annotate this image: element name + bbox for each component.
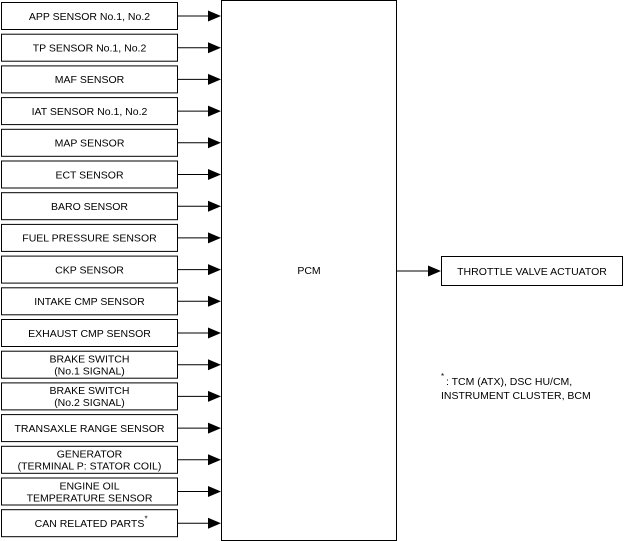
input-box [1,65,178,94]
input-label-line-2: (TERMINAL P: STATOR COIL) [18,461,162,473]
input-label-line-2: (No.1 SIGNAL) [54,366,125,378]
input-arrowhead [208,295,221,307]
input-fuel-pressure-sensor: FUEL PRESSURE SENSOR [1,223,178,252]
input-arrowhead [208,232,221,244]
input-ckp-sensor: CKP SENSOR [1,255,178,284]
input-label-line-1: IAT SENSOR No.1, No.2 [32,106,148,118]
input-label-line-1: BARO SENSOR [51,201,128,213]
input-arrowhead [208,105,221,117]
input-box [1,192,178,221]
input-label-line-1: MAP SENSOR [55,138,125,150]
input-label-line-1: CKP SENSOR [55,264,124,276]
input-box [1,33,178,62]
input-label-line-1: EXHAUST CMP SENSOR [28,328,151,340]
input-arrowhead [208,517,221,529]
input-label-line-2: (No.2 SIGNAL) [54,397,125,409]
input-box [1,509,178,538]
input-baro-sensor: BARO SENSOR [1,192,178,221]
throttle-valve-actuator-box [441,256,623,286]
input-arrowhead [208,10,221,22]
input-arrowhead [208,264,221,276]
input-label-line-1: MAF SENSOR [55,74,125,86]
output-arrowhead [428,265,441,277]
input-can-related-parts: CAN RELATED PARTS* [1,509,178,538]
input-label-line-1: INTAKE CMP SENSOR [34,296,145,308]
input-box [1,223,178,252]
footnote-marker: * [441,372,444,381]
input-arrowhead [208,42,221,54]
input-box [1,255,178,284]
input-box [1,414,178,443]
input-ect-sensor: ECT SENSOR [1,160,178,189]
input-box [1,2,178,30]
input-brake-switch-no-2-signal: BRAKE SWITCH(No.2 SIGNAL) [1,382,178,411]
input-arrowhead [208,422,221,434]
input-label-line-1: CAN RELATED PARTS [35,518,145,530]
input-label-line-1: BRAKE SWITCH [50,354,130,366]
input-label-line-1: FUEL PRESSURE SENSOR [22,233,157,245]
input-label-line-1: ECT SENSOR [55,169,123,181]
footnote-line-1: : TCM (ATX), DSC HU/CM, [446,376,572,388]
input-sensor-list: APP SENSOR No.1, No.2 TP SENSOR No.1, No.… [1,2,178,538]
input-arrowhead [208,169,221,180]
input-box [1,287,178,316]
input-box [1,160,178,189]
input-label-line-1: TP SENSOR No.1, No.2 [33,43,147,55]
input-exhaust-cmp-sensor: EXHAUST CMP SENSOR [1,319,178,347]
input-transaxle-range-sensor: TRANSAXLE RANGE SENSOR [1,414,178,443]
footnote-reference-marker: * [145,515,148,524]
input-box [1,382,178,411]
input-box [1,128,178,157]
footnote: * : TCM (ATX), DSC HU/CM, INSTRUMENT CLU… [441,372,591,402]
input-arrowhead [208,327,221,339]
input-arrowhead [208,137,221,149]
input-intake-cmp-sensor: INTAKE CMP SENSOR [1,287,178,316]
input-label-line-1: BRAKE SWITCH [50,385,130,397]
input-label-line-1: TRANSAXLE RANGE SENSOR [15,423,165,435]
input-tp-sensor-no-1-no-2: TP SENSOR No.1, No.2 [1,33,178,62]
input-arrowhead [208,390,221,402]
input-brake-switch-no-1-signal: BRAKE SWITCH(No.1 SIGNAL) [1,350,178,379]
input-arrowhead [208,200,221,212]
input-generator-terminal-p-stator-coil: GENERATOR(TERMINAL P: STATOR COIL) [1,445,178,474]
input-box [1,477,178,506]
input-map-sensor: MAP SENSOR [1,128,178,157]
input-label-line-1: APP SENSOR No.1, No.2 [29,11,150,23]
input-arrowhead [208,454,221,466]
input-app-sensor-no-1-no-2: APP SENSOR No.1, No.2 [1,2,178,30]
footnote-line-2: INSTRUMENT CLUSTER, BCM [441,390,591,402]
throttle-valve-actuator-label: THROTTLE VALVE ACTUATOR [457,266,607,278]
pcm-label: PCM [297,265,320,277]
input-arrowhead [208,73,221,85]
input-label-line-2: TEMPERATURE SENSOR [27,492,153,504]
input-iat-sensor-no-1-no-2: IAT SENSOR No.1, No.2 [1,97,178,126]
input-label-line-1: GENERATOR [57,449,123,461]
input-arrows [177,10,221,529]
input-maf-sensor: MAF SENSOR [1,65,178,94]
input-box [1,350,178,379]
input-label-line-1: ENGINE OIL [59,480,119,492]
input-arrowhead [208,359,221,371]
input-arrowhead [208,486,221,497]
